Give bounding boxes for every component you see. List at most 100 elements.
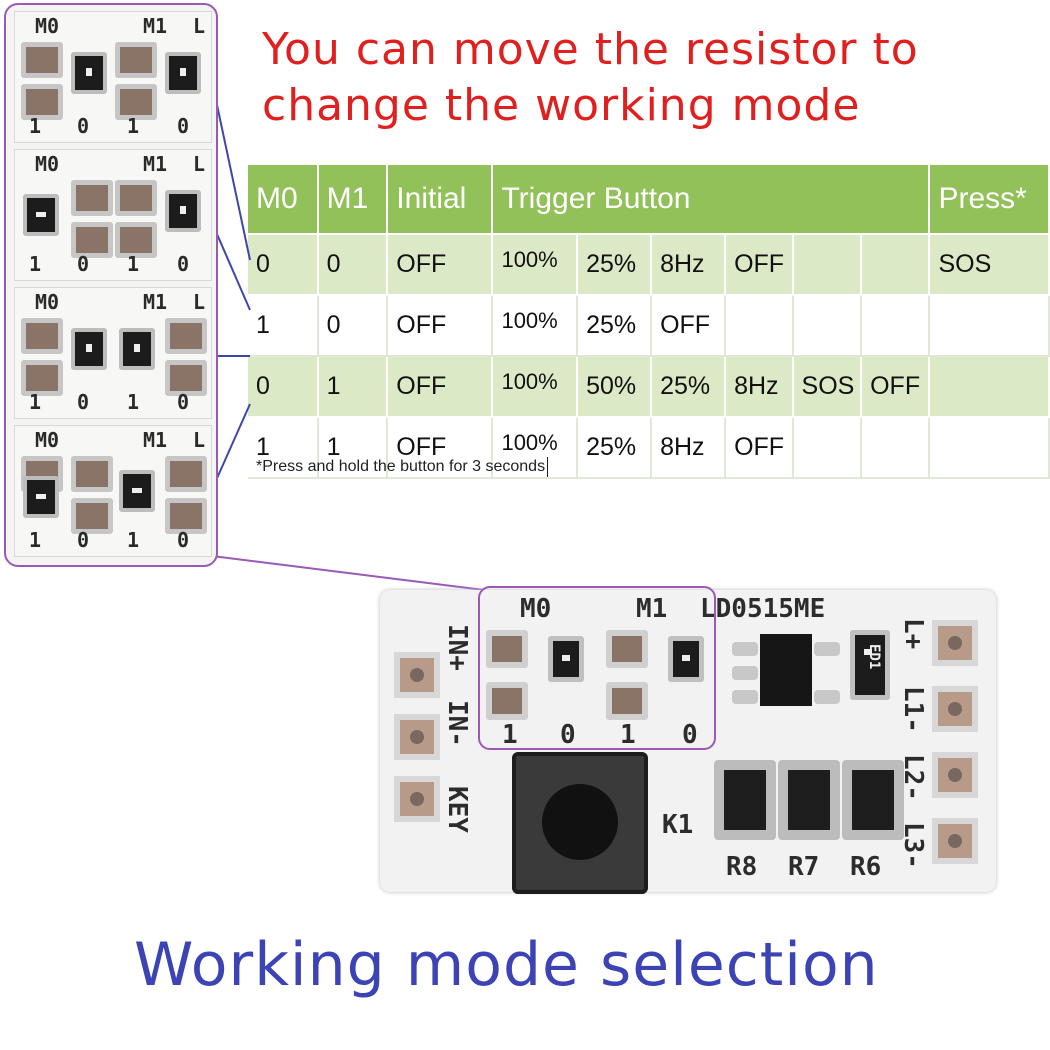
- footnote-text: *Press and hold the button for 3 seconds: [256, 458, 546, 476]
- label-l: L: [193, 152, 206, 176]
- cell-press: SOS: [929, 234, 1050, 296]
- chip-code: ED1: [866, 644, 882, 670]
- board-digit: 1: [502, 720, 518, 750]
- highlight-link-line: [211, 555, 485, 591]
- connection-pad: [394, 714, 440, 760]
- cell-step-4: OFF: [725, 417, 794, 479]
- mode-table: M0 M1 Initial Trigger Button Press* 0 0 …: [248, 165, 1050, 479]
- board-label-m0: M0: [520, 594, 552, 624]
- label-key: KEY: [442, 786, 472, 833]
- solder-pad: [165, 360, 207, 396]
- closeup-panel: M0 M1 L 1 0 1 0: [14, 11, 212, 143]
- cell-step-6: [861, 234, 931, 296]
- ic-pin: [814, 690, 840, 704]
- resistor: [165, 52, 201, 94]
- solder-pad: [606, 682, 648, 720]
- header-press: Press*: [929, 165, 1050, 235]
- digit-label: 0: [177, 252, 190, 276]
- button-cap: [542, 784, 618, 860]
- cell-step-4: [725, 295, 794, 357]
- resistor: [23, 194, 59, 236]
- cell-step-1: 100%: [492, 417, 579, 479]
- board-digit: 0: [682, 720, 698, 750]
- label-m0: M0: [35, 428, 60, 452]
- ic-pin: [732, 642, 758, 656]
- solder-pad: [21, 318, 63, 354]
- resistor: [165, 190, 201, 232]
- cell-step-3: OFF: [651, 295, 727, 357]
- header-initial: Initial: [387, 165, 494, 235]
- solder-pad: [21, 360, 63, 396]
- solder-pad: [486, 630, 528, 668]
- label-r6: R6: [850, 852, 882, 882]
- digit-label: 1: [29, 252, 42, 276]
- cell-initial: OFF: [387, 356, 494, 418]
- resistor: [119, 328, 155, 370]
- label-m1: M1: [143, 290, 168, 314]
- ld0515me-board: IN+ IN- KEY M0 M1 LD0515ME 1 0 1 0 ED1 L…: [380, 586, 996, 894]
- label-in-plus: IN+: [442, 624, 472, 671]
- cell-m0: 0: [248, 356, 319, 418]
- cell-step-6: OFF: [861, 356, 931, 418]
- digit-label: 0: [77, 528, 90, 552]
- table-row: 0 1 OFF 100% 50% 25% 8Hz SOS OFF: [248, 356, 1050, 418]
- label-l: L: [193, 290, 206, 314]
- solder-pad: [21, 84, 63, 120]
- label-r7: R7: [788, 852, 820, 882]
- headline-line-2: change the working mode: [262, 80, 861, 131]
- connection-pad: [394, 652, 440, 698]
- cell-step-2: 25%: [577, 295, 653, 357]
- ic-pin: [732, 690, 758, 704]
- label-l: L: [193, 14, 206, 38]
- label-m1: M1: [143, 14, 168, 38]
- ic-pin: [814, 642, 840, 656]
- digit-label: 1: [127, 528, 140, 552]
- cell-step-3: 25%: [651, 356, 727, 418]
- connection-pad: [394, 776, 440, 822]
- digit-label: 0: [177, 390, 190, 414]
- cell-step-4: 8Hz: [725, 356, 794, 418]
- label-r8: R8: [726, 852, 758, 882]
- cell-press: [929, 356, 1050, 418]
- connection-pad: [932, 818, 978, 864]
- board-digit: 1: [620, 720, 636, 750]
- cell-step-1: 100%: [492, 295, 579, 357]
- headline-line-1: You can move the resistor to: [262, 24, 919, 75]
- solder-pad: [165, 498, 207, 534]
- cell-m1: 1: [317, 417, 389, 479]
- board-label-m1: M1: [636, 594, 668, 624]
- cell-m1: 0: [317, 234, 389, 296]
- header-trigger-button: Trigger Button: [492, 165, 931, 235]
- cell-step-5: [792, 234, 863, 296]
- digit-label: 1: [127, 390, 140, 414]
- solder-pad: [115, 222, 157, 258]
- connection-pad: [932, 686, 978, 732]
- driver-ic: [760, 634, 812, 706]
- digit-label: 0: [77, 114, 90, 138]
- headline: You can move the resistor to change the …: [262, 22, 919, 134]
- cell-m0: 0: [248, 234, 319, 296]
- resistor-r7: [778, 760, 840, 840]
- board-digit: 0: [560, 720, 576, 750]
- header-m1: M1: [317, 165, 389, 235]
- table-row: 1 1 OFF 100% 25% 8Hz OFF: [248, 417, 1050, 479]
- resistor: [71, 328, 107, 370]
- cell-m1: 0: [317, 295, 389, 357]
- mode-selector-highlight: [478, 586, 716, 750]
- cell-step-6: [861, 417, 931, 479]
- solder-pad: [71, 456, 113, 492]
- solder-pad: [115, 42, 157, 78]
- cell-step-2: 50%: [577, 356, 653, 418]
- closeup-panel: M0 M1 L 1 0 1 0: [14, 287, 212, 419]
- cell-step-5: [792, 295, 863, 357]
- cell-step-2: 25%: [577, 234, 653, 296]
- label-l1-minus: L1-: [898, 686, 928, 733]
- footnote: *Press and hold the button for 3 seconds: [256, 457, 549, 477]
- label-l-plus: L+: [898, 618, 928, 650]
- ic-pin: [732, 666, 758, 680]
- label-m0: M0: [35, 290, 60, 314]
- cell-step-2: 25%: [577, 417, 653, 479]
- connection-pad: [932, 752, 978, 798]
- digit-label: 0: [77, 252, 90, 276]
- resistor-r8: [714, 760, 776, 840]
